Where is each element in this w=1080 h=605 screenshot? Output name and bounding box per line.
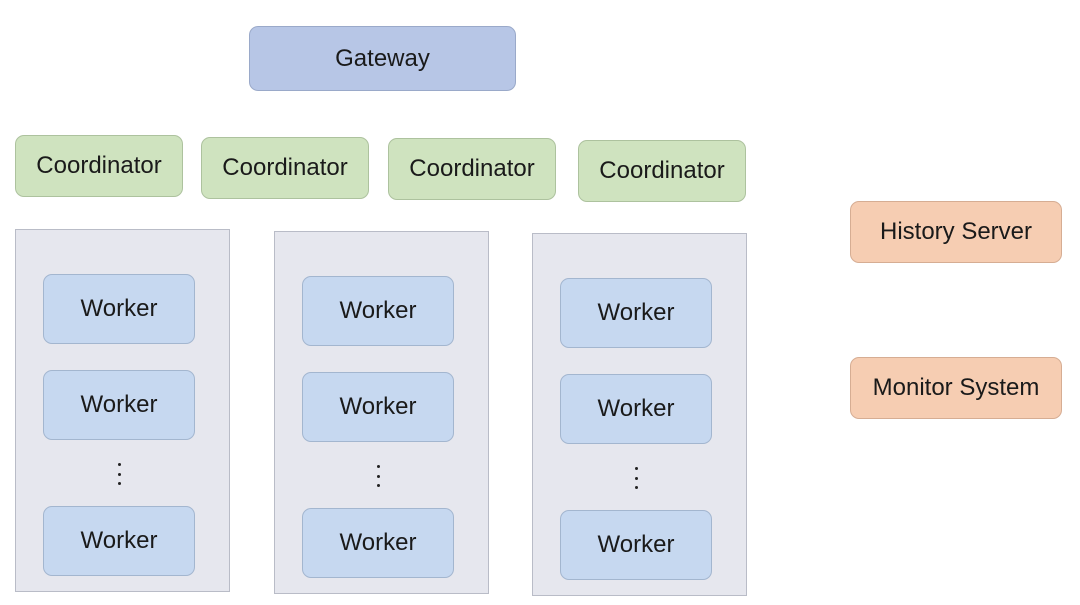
history-server-label: History Server [879, 218, 1033, 245]
coordinator-node-4: Coordinator [578, 140, 746, 202]
history-server-node: History Server [850, 201, 1062, 263]
coordinator-node-3: Coordinator [388, 138, 556, 200]
worker-label: Worker [339, 297, 417, 324]
monitor-system-node: Monitor System [850, 357, 1062, 419]
worker-node: Worker [560, 374, 712, 444]
coordinator-label: Coordinator [599, 157, 725, 184]
worker-node: Worker [43, 506, 195, 576]
coordinator-label: Coordinator [222, 154, 348, 181]
worker-node: Worker [302, 276, 454, 346]
worker-label: Worker [597, 299, 675, 326]
coordinator-label: Coordinator [409, 155, 535, 182]
worker-node: Worker [560, 278, 712, 348]
ellipsis-icon [626, 467, 646, 489]
coordinator-label: Coordinator [36, 152, 162, 179]
worker-label: Worker [597, 395, 675, 422]
monitor-system-label: Monitor System [872, 374, 1040, 401]
worker-label: Worker [80, 295, 158, 322]
ellipsis-icon [368, 465, 388, 487]
worker-node: Worker [43, 274, 195, 344]
worker-label: Worker [339, 393, 417, 420]
coordinator-node-2: Coordinator [201, 137, 369, 199]
worker-node: Worker [43, 370, 195, 440]
worker-label: Worker [339, 529, 417, 556]
gateway-label: Gateway [335, 44, 430, 72]
worker-label: Worker [80, 527, 158, 554]
worker-label: Worker [597, 531, 675, 558]
worker-label: Worker [80, 391, 158, 418]
worker-node: Worker [560, 510, 712, 580]
gateway-node: Gateway [249, 26, 516, 91]
coordinator-node-1: Coordinator [15, 135, 183, 197]
worker-node: Worker [302, 372, 454, 442]
ellipsis-icon [109, 463, 129, 485]
worker-node: Worker [302, 508, 454, 578]
